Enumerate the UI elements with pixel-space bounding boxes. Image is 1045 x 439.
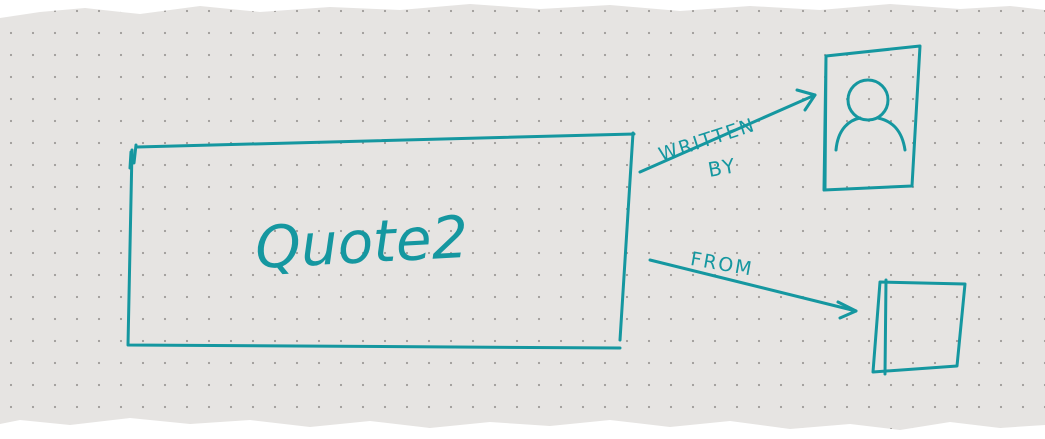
dot-grid — [0, 4, 1045, 430]
book-icon — [871, 278, 967, 376]
portrait-head — [846, 78, 890, 122]
quote-node: Quote2 — [126, 131, 636, 350]
book-spine — [883, 278, 888, 376]
quote-box — [126, 131, 636, 350]
portrait-frame — [822, 44, 922, 192]
person-portrait-icon — [822, 44, 922, 192]
written-by-label-line2: BY — [706, 153, 739, 182]
portrait-shoulders — [834, 116, 907, 152]
quote-label: Quote2 — [253, 203, 470, 282]
from-arrow — [648, 258, 858, 313]
from-arrowhead — [836, 300, 858, 320]
book-outline — [871, 280, 967, 374]
relation-from: FROM — [648, 248, 858, 320]
written-by-arrow — [638, 93, 817, 174]
written-by-arrowhead — [795, 88, 817, 112]
